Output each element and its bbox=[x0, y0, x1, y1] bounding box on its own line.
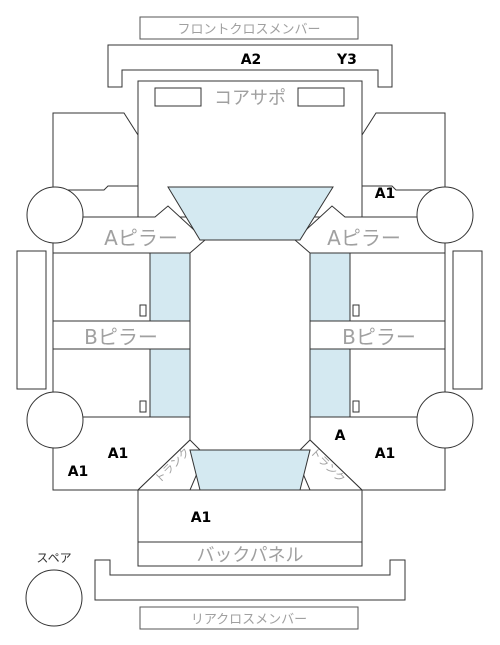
left-rear-side-glass[interactable] bbox=[149, 348, 191, 418]
b-pillar-right[interactable] bbox=[309, 320, 446, 350]
trunk-floor[interactable] bbox=[137, 489, 363, 543]
a-pillar-right-label: Aピラー bbox=[327, 226, 401, 250]
left-front-side-glass[interactable] bbox=[149, 252, 191, 322]
right-front-side-glass[interactable] bbox=[309, 252, 351, 322]
windshield[interactable] bbox=[167, 186, 334, 241]
back-panel[interactable] bbox=[137, 541, 363, 567]
right-front-marker bbox=[352, 304, 360, 317]
b-pillar-left-label: Bピラー bbox=[84, 325, 158, 349]
front-left-wheel[interactable] bbox=[26, 186, 84, 244]
b-pillar-left[interactable] bbox=[52, 320, 191, 350]
front-bumper-bracket[interactable] bbox=[107, 44, 393, 88]
rear-left-wheel[interactable] bbox=[26, 391, 84, 449]
spare-tire[interactable] bbox=[25, 569, 83, 627]
front-right-code-a1: A1 bbox=[375, 186, 396, 202]
core-support-label: コアサポ bbox=[214, 88, 286, 109]
spare-label: スペア bbox=[36, 551, 71, 565]
left-rear-marker bbox=[139, 400, 147, 413]
left-front-marker bbox=[139, 304, 147, 317]
front-code-y3: Y3 bbox=[336, 52, 357, 68]
rear-left-outer-code: A1 bbox=[68, 464, 89, 480]
core-support-label-bg bbox=[205, 86, 295, 108]
trunk-floor-code: A1 bbox=[191, 510, 212, 526]
b-pillar-right-label: Bピラー bbox=[342, 325, 416, 349]
rear-right-outer-code: A1 bbox=[375, 446, 396, 462]
rear-bumper-bracket[interactable] bbox=[94, 559, 406, 601]
front-cross-member-box[interactable] bbox=[139, 16, 359, 40]
back-panel-label: バックパネル bbox=[196, 545, 303, 566]
a-pillar-left-label: Aピラー bbox=[104, 226, 178, 250]
right-rear-side-glass[interactable] bbox=[309, 348, 351, 418]
front-cross-member-label: フロントクロスメンバー bbox=[177, 23, 320, 38]
rear-cross-member-label: リアクロスメンバー bbox=[191, 613, 307, 628]
rear-right-inner-code: A bbox=[335, 428, 346, 444]
rear-left-inner-code: A1 bbox=[108, 446, 129, 462]
rear-right-wheel[interactable] bbox=[416, 391, 474, 449]
front-right-fender[interactable] bbox=[361, 112, 446, 191]
front-code-a2: A2 bbox=[241, 52, 262, 68]
rear-window[interactable] bbox=[189, 449, 311, 491]
right-rear-marker bbox=[352, 400, 360, 413]
core-support-right-tab bbox=[297, 87, 345, 107]
right-side-sill[interactable] bbox=[452, 250, 483, 390]
front-right-wheel[interactable] bbox=[416, 186, 474, 244]
rear-cross-member-box[interactable] bbox=[139, 606, 359, 630]
front-left-fender[interactable] bbox=[52, 112, 139, 191]
core-support-left-tab bbox=[154, 87, 202, 107]
left-side-sill[interactable] bbox=[16, 250, 47, 390]
